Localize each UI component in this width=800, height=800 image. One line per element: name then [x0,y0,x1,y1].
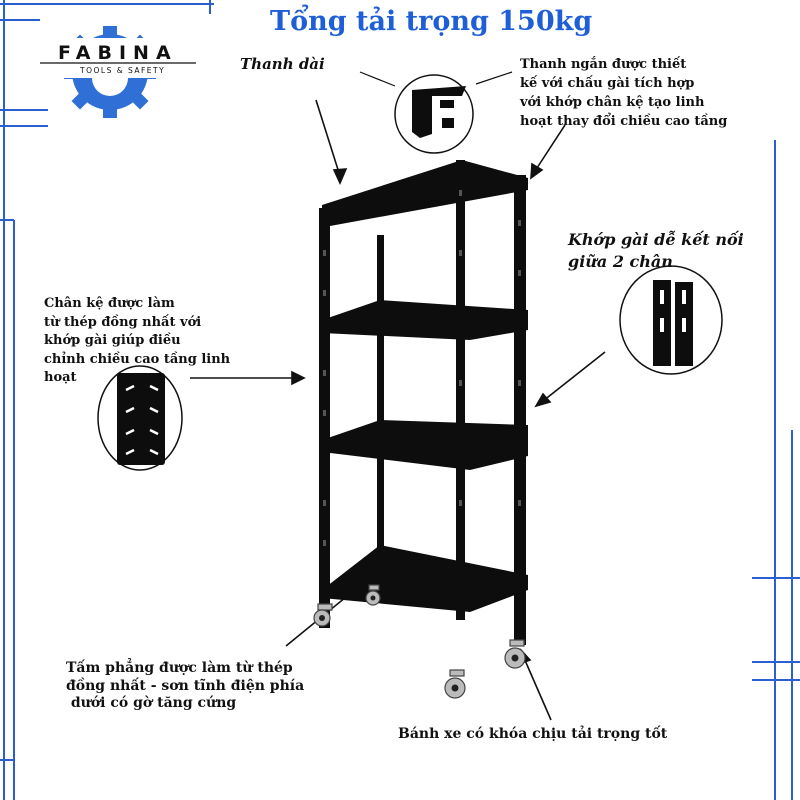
brand-name: FABINA [58,42,178,64]
pointer-lines [190,71,606,721]
short-bar-note-line: hoạt thay đổi chiều cao tầng [520,114,728,129]
leg-note-line: khớp gài giúp điều [44,333,181,348]
leg-detail-image [97,365,183,471]
page-title: Tổng tải trọng 150kg [270,6,593,37]
panel-note: Tấm phẳng được làm từ thép đồng nhất - s… [66,660,356,713]
short-bar-detail-image [394,74,474,154]
fabina-gear-icon [36,26,196,118]
shelf-unit [319,160,528,645]
leg-note: Chân kệ được làm từ thép đồng nhất với k… [44,295,279,388]
leg-note-line: hoạt [44,370,77,385]
leg-note-line: từ thép đồng nhất với [44,314,202,330]
joint-note: Khớp gài dễ kết nối giữa 2 chân [568,229,798,273]
joint-note-line: giữa 2 chân [568,252,673,271]
panel-note-line: đồng nhất - sơn tĩnh điện phía [66,677,305,694]
wheel-note: Bánh xe có khóa chịu tải trọng tốt [398,726,668,742]
short-bar-note-line: kế với chấu gài tích hợp [520,76,695,91]
panel-note-line: Tấm phẳng được làm từ thép [66,660,293,676]
brand-tagline: TOOLS & SAFETY [80,66,166,75]
short-bar-note: Thanh ngắn được thiết kế với chấu gài tí… [520,55,790,131]
leg-note-line: chỉnh chiều cao tầng linh [44,351,231,367]
caster-wheels [313,584,526,699]
short-bar-note-line: Thanh ngắn được thiết [520,57,687,72]
joint-detail-image [619,265,723,375]
leg-note-line: Chân kệ được làm [44,296,175,311]
panel-note-line: dưới có gờ tăng cứng [66,695,237,711]
joint-note-line: Khớp gài dễ kết nối [568,230,744,249]
long-bar-label: Thanh dài [240,55,325,73]
short-bar-note-line: với khớp chân kệ tạo linh [520,95,705,110]
